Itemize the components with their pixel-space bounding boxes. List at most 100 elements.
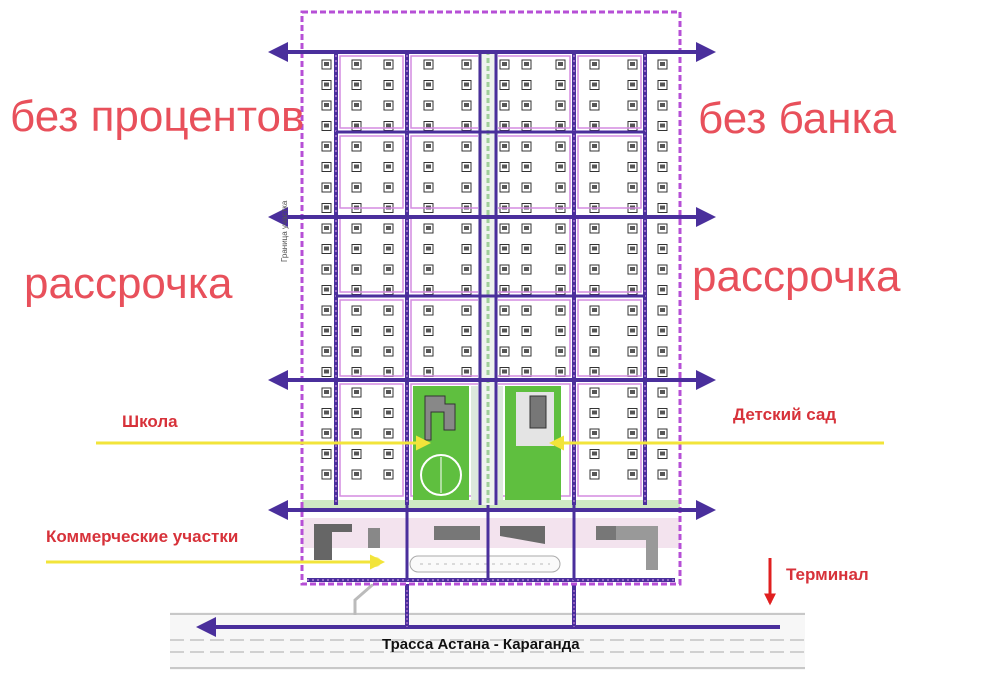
house-icon <box>589 80 600 90</box>
house-icon <box>589 367 600 377</box>
house-icon <box>555 285 566 295</box>
house-icon <box>423 100 434 111</box>
boundary-label: Граница участка <box>280 200 289 262</box>
house-icon <box>555 223 566 234</box>
house-icon <box>555 80 566 90</box>
commercial-label: Коммерческие участки <box>46 527 239 546</box>
house-icon <box>383 367 394 377</box>
house-icon <box>657 100 668 111</box>
house-icon <box>589 387 600 398</box>
house-icon <box>321 469 332 480</box>
house-icon <box>351 305 362 316</box>
house-icon <box>423 223 434 234</box>
house-icon <box>627 264 638 275</box>
house-icon <box>383 121 394 131</box>
house-icon <box>521 162 532 172</box>
house-icon <box>657 408 668 418</box>
house-icon <box>657 305 668 316</box>
house-icon <box>555 346 566 357</box>
house-icon <box>321 367 332 377</box>
house-icon <box>383 59 394 70</box>
house-icon <box>627 100 638 111</box>
house-icon <box>657 203 668 213</box>
house-icon <box>555 305 566 316</box>
house-icon <box>589 326 600 336</box>
house-icon <box>521 367 532 377</box>
house-icon <box>657 223 668 234</box>
house-icon <box>499 141 510 152</box>
house-icon <box>627 408 638 418</box>
house-icon <box>383 408 394 418</box>
house-icon <box>321 285 332 295</box>
house-icon <box>555 326 566 336</box>
house-icon <box>423 326 434 336</box>
house-icon <box>351 469 362 480</box>
house-icon <box>461 264 472 275</box>
house-icon <box>351 326 362 336</box>
house-icon <box>555 367 566 377</box>
highway-label: Трасса Астана - Караганда <box>382 636 580 653</box>
house-icon <box>589 244 600 254</box>
house-icon <box>657 428 668 439</box>
house-icon <box>589 59 600 70</box>
house-icon <box>657 80 668 90</box>
house-icon <box>321 428 332 439</box>
house-icon <box>589 346 600 357</box>
house-icon <box>383 162 394 172</box>
house-icon <box>589 285 600 295</box>
house-icon <box>627 141 638 152</box>
site-boundary <box>300 10 682 586</box>
house-icon <box>351 408 362 418</box>
house-icon <box>321 100 332 111</box>
house-icon <box>657 59 668 70</box>
house-icon <box>423 244 434 254</box>
house-icon <box>627 367 638 377</box>
house-icon <box>351 244 362 254</box>
school-zone <box>413 386 469 504</box>
house-icon <box>321 305 332 316</box>
house-icon <box>351 387 362 398</box>
house-icon <box>627 346 638 357</box>
house-icon <box>383 428 394 439</box>
house-icon <box>321 223 332 234</box>
house-icon <box>461 141 472 152</box>
house-icon <box>521 346 532 357</box>
house-icon <box>589 264 600 275</box>
house-icon <box>499 223 510 234</box>
house-icon <box>383 449 394 459</box>
house-icon <box>627 244 638 254</box>
house-icon <box>499 305 510 316</box>
house-icon <box>461 100 472 111</box>
house-icon <box>627 428 638 439</box>
house-icon <box>499 162 510 172</box>
house-icon <box>461 346 472 357</box>
house-icon <box>657 346 668 357</box>
house-icon <box>383 244 394 254</box>
house-icon <box>461 121 472 131</box>
house-icon <box>351 367 362 377</box>
house-icon <box>521 100 532 111</box>
house-icon <box>521 285 532 295</box>
house-icon <box>383 80 394 90</box>
house-icon <box>461 162 472 172</box>
house-icon <box>321 59 332 70</box>
house-icon <box>555 162 566 172</box>
house-icon <box>657 285 668 295</box>
house-icon <box>589 141 600 152</box>
house-icon <box>627 326 638 336</box>
house-icon <box>499 80 510 90</box>
commercial-strip <box>302 518 680 573</box>
house-icon <box>657 121 668 131</box>
house-icon <box>555 59 566 70</box>
house-icon <box>589 100 600 111</box>
house-icon <box>521 223 532 234</box>
house-icon <box>423 80 434 90</box>
house-icon <box>521 264 532 275</box>
house-icon <box>657 244 668 254</box>
house-icon <box>589 469 600 480</box>
house-icon <box>461 223 472 234</box>
house-icon <box>627 182 638 193</box>
house-icon <box>627 285 638 295</box>
house-icon <box>627 305 638 316</box>
